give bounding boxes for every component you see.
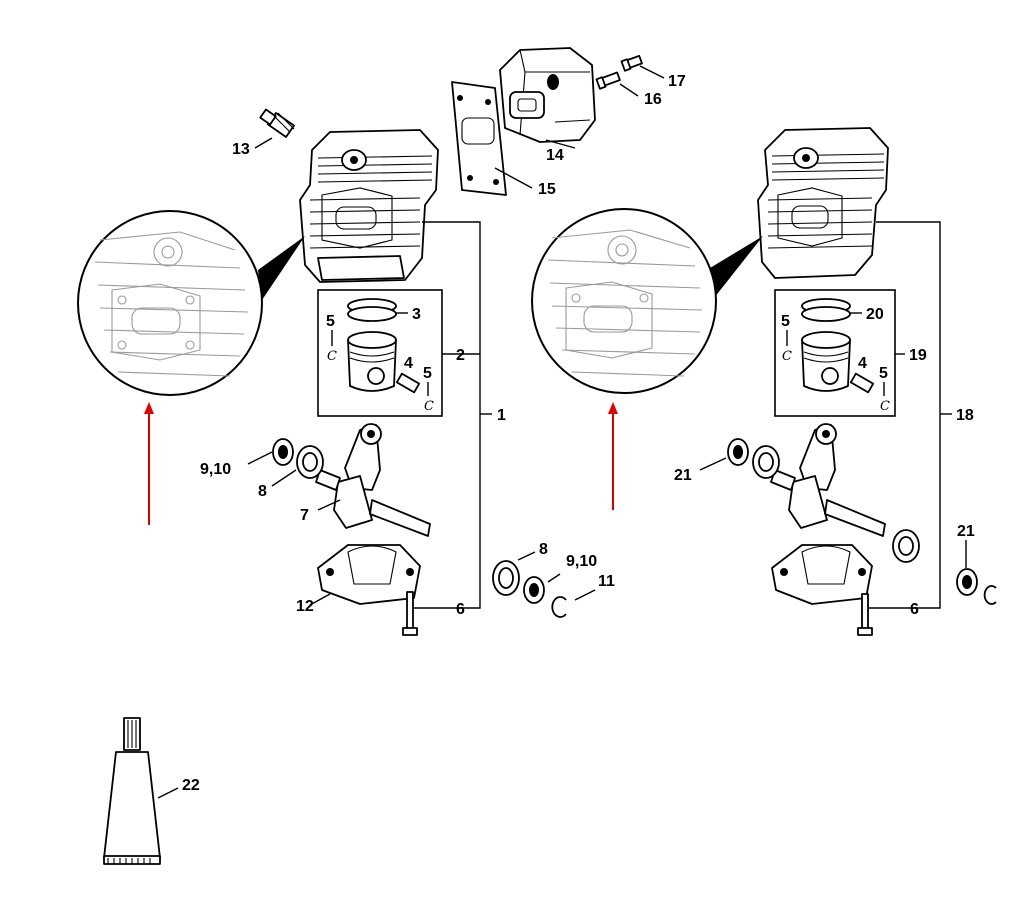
callout-20: 20 <box>866 306 884 323</box>
callout-14: 14 <box>546 147 564 164</box>
grease-tube-part-22 <box>103 717 161 865</box>
gasket-part-15 <box>451 81 507 196</box>
callout-9-10-left: 9,10 <box>200 461 231 478</box>
callout-21-right: 21 <box>957 523 975 540</box>
oil-seal-part-9-10-left <box>272 438 294 466</box>
oil-seal-part-21-left <box>727 438 749 466</box>
red-arrow-left-head <box>144 402 154 414</box>
callout-9-10-right: 9,10 <box>566 553 597 570</box>
callout-2: 2 <box>456 347 465 364</box>
red-arrow-right-head <box>608 402 618 414</box>
callout-1: 1 <box>497 407 506 424</box>
callout-8-left: 8 <box>258 483 267 500</box>
oil-seal-part-21-right <box>956 568 978 596</box>
screw-part-6-left <box>402 591 418 636</box>
callout-22: 22 <box>182 777 200 794</box>
cylinder-left <box>299 129 439 283</box>
callout-19: 19 <box>909 347 927 364</box>
oil-seal-part-9-10-right <box>523 576 545 604</box>
clip-glyph-left-b: C <box>424 399 434 414</box>
piston-pin-part-4-left <box>395 372 421 394</box>
callout-5-left-a: 5 <box>326 313 335 330</box>
piston-kit-box-left <box>317 289 443 417</box>
muffler-part-14 <box>499 47 596 143</box>
callout-8-right: 8 <box>539 541 548 558</box>
callout-17: 17 <box>668 73 686 90</box>
callout-16: 16 <box>644 91 662 108</box>
callout-7: 7 <box>300 507 309 524</box>
callout-5-right-b: 5 <box>879 365 888 382</box>
screw-part-6-right <box>857 593 873 636</box>
piston-ring-part-3 <box>347 298 397 322</box>
crankshaft-right <box>770 423 886 537</box>
callout-6-right: 6 <box>910 601 919 618</box>
screw-part-16 <box>595 71 621 90</box>
cylinder-right <box>757 127 889 279</box>
callout-6-left: 6 <box>456 601 465 618</box>
circlip-part-11 <box>551 596 567 618</box>
leader-lines <box>157 65 967 799</box>
crankcase-part-12 <box>317 544 421 605</box>
crankcase-right <box>771 544 873 605</box>
callout-3: 3 <box>412 306 421 323</box>
piston-right <box>801 331 851 392</box>
callout-18: 18 <box>956 407 974 424</box>
piston-pin-part-4-right <box>849 372 875 394</box>
detail-magnifier-right <box>531 208 763 394</box>
callout-15: 15 <box>538 181 556 198</box>
ball-bearing-part-8-left <box>296 445 324 479</box>
callout-11: 11 <box>598 573 615 590</box>
callout-12: 12 <box>296 598 314 615</box>
callout-4-left: 4 <box>404 355 413 372</box>
callout-4-right: 4 <box>858 355 867 372</box>
ball-bearing-right-top <box>752 445 780 479</box>
callout-5-right-a: 5 <box>781 313 790 330</box>
clip-glyph-right-a: C <box>782 349 792 364</box>
callout-13: 13 <box>232 141 250 158</box>
clip-glyph-left-a: C <box>327 349 337 364</box>
spark-plug-part-13 <box>259 108 295 138</box>
crankshaft-part-7 <box>315 423 431 537</box>
detail-magnifier-left <box>77 210 305 396</box>
piston-ring-part-20 <box>801 298 851 322</box>
callout-5-left-b: 5 <box>423 365 432 382</box>
ball-bearing-part-8-right <box>492 560 520 596</box>
piston-kit-box-right <box>774 289 896 417</box>
piston-left <box>347 331 397 392</box>
circlip-right <box>983 585 997 605</box>
clip-glyph-right-b: C <box>880 399 890 414</box>
callout-21-left: 21 <box>674 467 692 484</box>
screw-part-17 <box>620 54 643 72</box>
ball-bearing-right-bottom <box>892 529 920 563</box>
